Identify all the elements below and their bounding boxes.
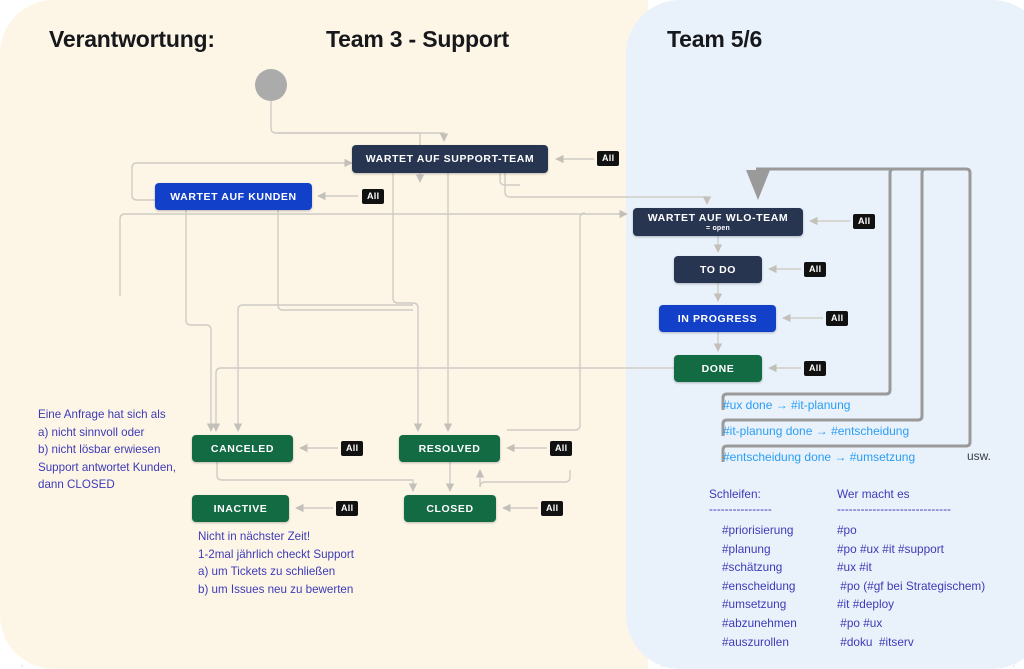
panel-team3-support — [0, 0, 648, 669]
node-label: TO DO — [699, 263, 737, 276]
node-label: RESOLVED — [418, 442, 481, 455]
edge-to-resolved-1 — [412, 302, 423, 432]
edge-done-to-resolved-left — [211, 367, 674, 432]
node-label: CANCELED — [210, 442, 275, 455]
edge-right-col-to-resolved — [507, 212, 586, 431]
edge-support-down-mid — [392, 173, 413, 304]
node-in-progress[interactable]: IN PROGRESS — [659, 305, 776, 332]
edge-kunden-left-stub — [131, 194, 155, 201]
node-wartet-auf-kunden[interactable]: WARTET AUF KUNDEN — [155, 183, 312, 210]
all-badge-done[interactable]: All — [804, 361, 827, 376]
loop-rule-ux: #ux done → #it-planung — [723, 398, 851, 412]
node-label: WARTET AUF KUNDEN — [170, 190, 297, 203]
note-inactive-explanation: Nicht in nächster Zeit! 1-2mal jährlich … — [198, 530, 354, 596]
node-canceled[interactable]: CANCELED — [192, 435, 293, 462]
legend-column-loops: #priorisierung #planung #schätzung #ensc… — [722, 523, 797, 649]
page-title-team3: Team 3 - Support — [326, 26, 509, 52]
node-label: WARTET AUF SUPPORT-TEAM — [365, 153, 535, 165]
legend-column-owners: #po #po #ux #it #support #ux #it #po (#g… — [837, 523, 986, 649]
page-title-responsibility: Verantwortung: — [49, 26, 215, 52]
start-circle — [255, 69, 287, 101]
edge-kunden-to-canceled — [185, 210, 216, 432]
loop-rule-entscheidung: #entscheidung done → #umsetzung — [723, 450, 916, 464]
node-label: IN PROGRESS — [677, 312, 758, 325]
edge-left-into-wlo — [119, 209, 628, 220]
all-badge-to-do[interactable]: All — [804, 262, 827, 277]
node-closed[interactable]: CLOSED — [404, 495, 496, 522]
node-label: DONE — [701, 362, 735, 375]
page-title-team56: Team 5/6 — [667, 26, 763, 52]
legend-header-wer-macht-es: Wer macht es — [837, 487, 910, 501]
loop-entscheidung — [721, 167, 972, 462]
all-badge-support-team[interactable]: All — [597, 151, 620, 166]
node-done[interactable]: DONE — [674, 355, 762, 382]
node-resolved[interactable]: RESOLVED — [399, 435, 500, 462]
usw-label: usw. — [967, 449, 992, 463]
all-badge-closed[interactable]: All — [541, 501, 564, 516]
edge-support-hook — [499, 173, 520, 186]
node-label: WARTET AUF WLO-TEAM — [647, 211, 789, 224]
panel-team56 — [626, 0, 1024, 669]
legend-divider-right: ----------------------------- — [837, 502, 951, 516]
edge-support-to-wlo — [504, 173, 712, 205]
all-badge-inactive[interactable]: All — [336, 501, 359, 516]
edge-kunden-to-support — [131, 158, 353, 195]
all-badge-in-progress[interactable]: All — [826, 311, 849, 326]
edge-canceled-to-closed — [216, 462, 418, 492]
note-request-not-solvable: Eine Anfrage hat sich als a) nicht sinnv… — [38, 408, 176, 492]
node-to-do[interactable]: TO DO — [674, 256, 762, 283]
node-wartet-auf-support-team[interactable]: WARTET AUF SUPPORT-TEAM — [352, 145, 548, 173]
loop-arrowhead — [746, 170, 770, 200]
node-label: CLOSED — [426, 502, 474, 515]
all-badge-canceled[interactable]: All — [341, 441, 364, 456]
node-label: INACTIVE — [213, 502, 268, 515]
legend-divider-left: ---------------- — [709, 502, 772, 516]
legend-header-schleifen: Schleifen: — [709, 487, 761, 501]
loop-back-lines — [721, 167, 972, 462]
node-sublabel: = open — [706, 224, 730, 232]
node-wartet-auf-wlo-team[interactable]: WARTET AUF WLO-TEAM = open — [633, 208, 803, 236]
all-badge-resolved[interactable]: All — [550, 441, 573, 456]
loop-rule-it-planung: #it-planung done → #entscheidung — [723, 424, 910, 438]
node-inactive[interactable]: INACTIVE — [192, 495, 289, 522]
all-badge-wlo-team[interactable]: All — [853, 214, 876, 229]
edge-start-to-support — [270, 101, 449, 142]
edge-mid-to-canceled2 — [233, 304, 244, 432]
all-badge-kunden[interactable]: All — [362, 189, 385, 204]
